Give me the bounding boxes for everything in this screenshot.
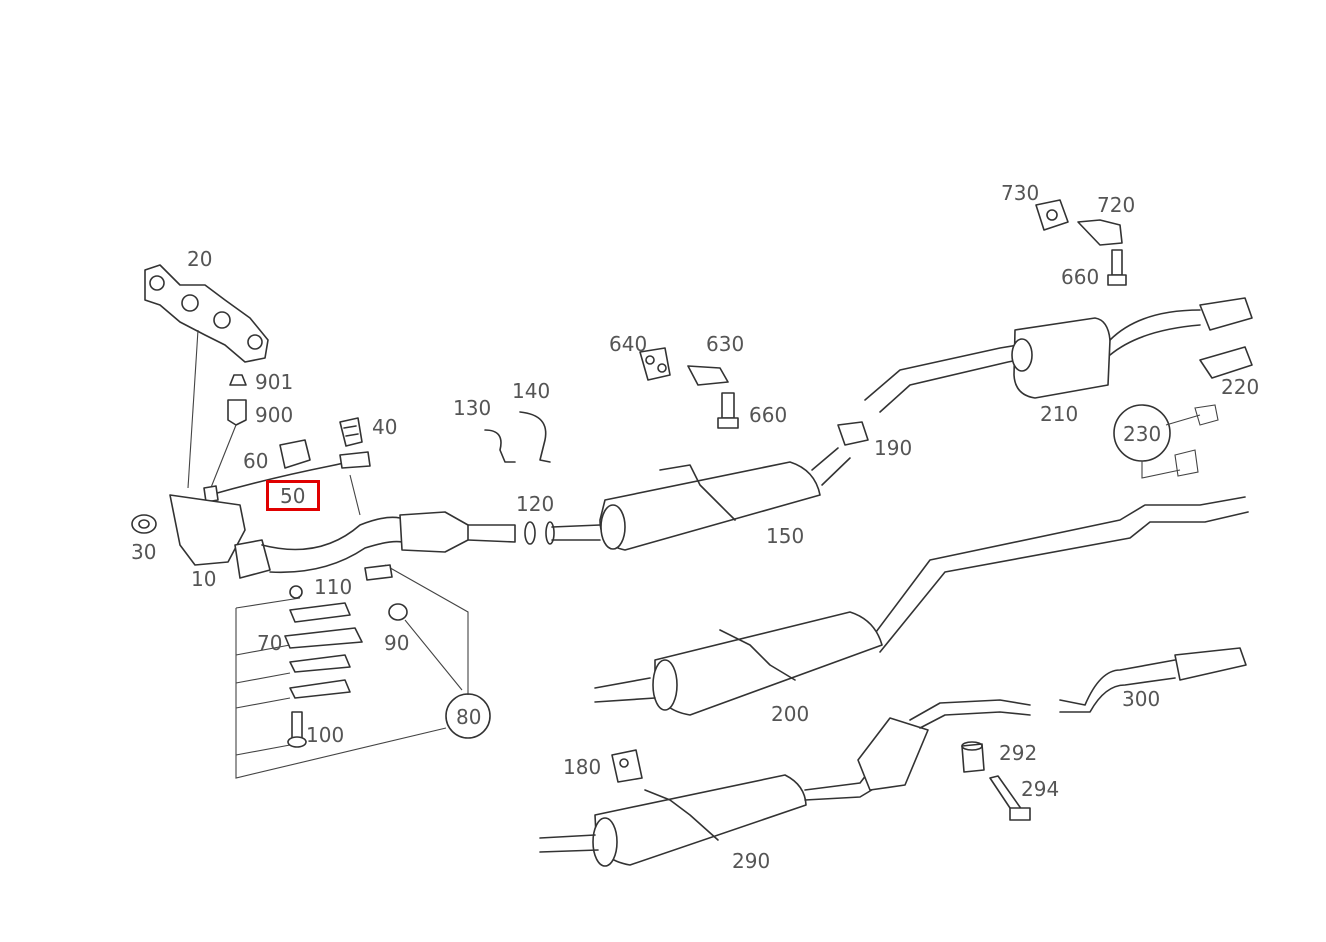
callout-label-200[interactable]: 200 xyxy=(771,702,810,726)
callout-230 xyxy=(1113,404,1219,479)
callout-label-300[interactable]: 300 xyxy=(1122,687,1161,711)
plug-901-part xyxy=(229,374,247,386)
callout-label-10[interactable]: 10 xyxy=(191,567,217,591)
rubber-mount-730-part xyxy=(1035,199,1069,231)
bracket-720-part xyxy=(1077,219,1123,246)
callout-label-140[interactable]: 140 xyxy=(512,379,551,403)
callout-label-180[interactable]: 180 xyxy=(563,755,602,779)
callout-label-294[interactable]: 294 xyxy=(1021,777,1060,801)
callout-label-220[interactable]: 220 xyxy=(1221,375,1260,399)
callout-label-90[interactable]: 90 xyxy=(384,631,410,655)
center-muffler-150-part xyxy=(551,447,851,551)
callout-label-230[interactable]: 230 xyxy=(1123,422,1162,446)
bolt-660b-part xyxy=(1107,249,1127,286)
tailpipe-220-part xyxy=(1199,346,1253,379)
callout-label-100[interactable]: 100 xyxy=(306,723,345,747)
rubber-mount-180-part xyxy=(611,749,643,783)
tail-section-300-part xyxy=(1059,647,1247,713)
callout-label-150[interactable]: 150 xyxy=(766,524,805,548)
nut-30-part xyxy=(131,514,157,534)
callout-label-630[interactable]: 630 xyxy=(706,332,745,356)
muffler-290-part xyxy=(539,699,1031,867)
bracket-630-part xyxy=(687,365,729,386)
plug-900-part xyxy=(227,399,247,426)
fastener-group-80 xyxy=(235,564,491,779)
callout-label-130[interactable]: 130 xyxy=(453,396,492,420)
callout-label-110[interactable]: 110 xyxy=(314,575,353,599)
bolt-294-part xyxy=(989,775,1031,821)
callout-label-190[interactable]: 190 xyxy=(874,436,913,460)
catalytic-converter-10-part xyxy=(169,494,516,579)
callout-label-660b[interactable]: 660 xyxy=(1061,265,1100,289)
clip-60-part xyxy=(279,439,311,469)
callout-label-20[interactable]: 20 xyxy=(187,247,213,271)
sensor-clip-40-part xyxy=(339,417,363,447)
callout-label-730[interactable]: 730 xyxy=(1001,181,1040,205)
callout-label-292[interactable]: 292 xyxy=(999,741,1038,765)
rubber-mount-640-part xyxy=(639,347,671,381)
highlight-box-50 xyxy=(266,480,320,511)
muffler-200-part xyxy=(594,496,1249,716)
callout-label-60[interactable]: 60 xyxy=(243,449,269,473)
callout-label-120[interactable]: 120 xyxy=(516,492,555,516)
callout-label-640[interactable]: 640 xyxy=(609,332,648,356)
callout-label-210[interactable]: 210 xyxy=(1040,402,1079,426)
callout-label-80[interactable]: 80 xyxy=(456,705,482,729)
ring-gasket-120-part xyxy=(524,521,555,545)
callout-label-50[interactable]: 50 xyxy=(280,484,306,508)
rear-muffler-210-part xyxy=(864,297,1253,413)
manifold-gasket-part xyxy=(144,264,269,363)
callout-label-290[interactable]: 290 xyxy=(732,849,771,873)
callout-label-720[interactable]: 720 xyxy=(1097,193,1136,217)
callout-label-900[interactable]: 900 xyxy=(255,403,294,427)
callout-label-660[interactable]: 660 xyxy=(749,403,788,427)
callout-label-70[interactable]: 70 xyxy=(257,631,283,655)
callout-label-901[interactable]: 901 xyxy=(255,370,294,394)
oxygen-sensor-50-part xyxy=(203,451,371,503)
bracket-130-part xyxy=(484,429,516,463)
sleeve-292-part xyxy=(961,741,985,773)
bolt-660-part xyxy=(717,392,739,429)
callout-label-30[interactable]: 30 xyxy=(131,540,157,564)
clamp-190-part xyxy=(837,421,869,446)
callout-label-40[interactable]: 40 xyxy=(372,415,398,439)
bracket-140-part xyxy=(519,411,551,463)
